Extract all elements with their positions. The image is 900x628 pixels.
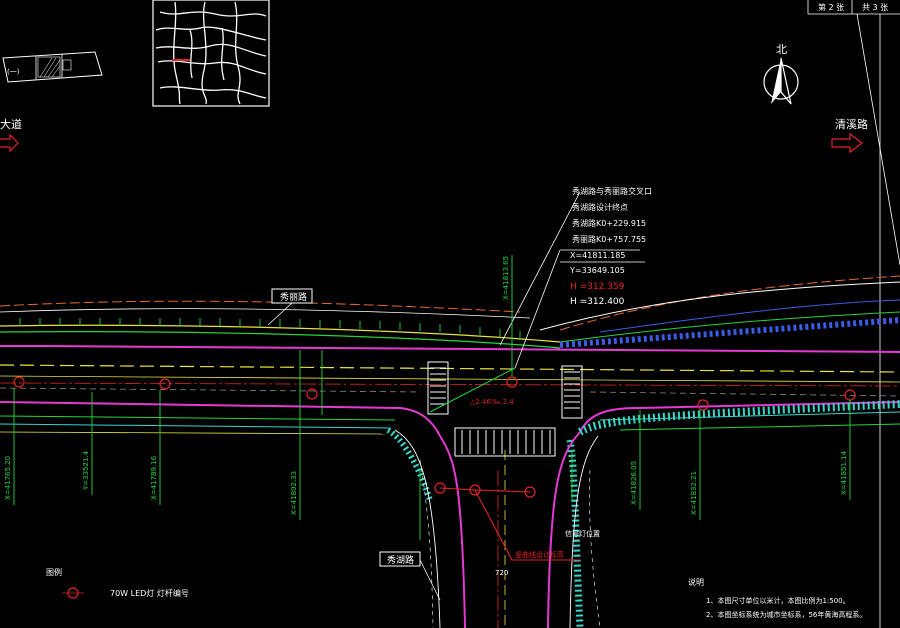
cyan-slope-hatch-east: [566, 400, 900, 628]
svg-text:X=41813.65: X=41813.65: [502, 256, 510, 300]
sheet-number: 第 2 张: [818, 2, 844, 12]
sheet-total: 共 3 张: [862, 3, 888, 12]
north-arrow: [763, 57, 799, 105]
station-720: 720: [495, 569, 508, 577]
svg-text:X=41802.33: X=41802.33: [290, 471, 298, 515]
street-light: [469, 484, 481, 496]
street-lights: [13, 376, 856, 498]
svg-text:Y=33521.4: Y=33521.4: [82, 450, 90, 491]
intersection-note: 秀湖路与秀丽路交叉口 秀湖路设计终点 秀湖路K0+229.915 秀丽路K0+7…: [569, 186, 652, 275]
notes-item: 1、本图尺寸单位以米计，本图比例为1:500。: [706, 596, 850, 605]
street-light: [697, 399, 709, 411]
north-label: 北: [776, 43, 787, 56]
street-light: [159, 378, 171, 390]
side-road: [394, 429, 601, 628]
street-light: [13, 376, 25, 388]
side-road-label-box: [379, 551, 421, 567]
left-direction-label: 大道: [0, 117, 22, 131]
note-line: 秀湖路K0+229.915: [572, 218, 646, 228]
blue-slope-hatch: [559, 299, 900, 348]
key-plan: [2, 51, 103, 83]
side-road-label: 秀湖路: [387, 554, 414, 566]
svg-text:X=41765.20: X=41765.20: [4, 456, 12, 500]
note-line: 秀湖路与秀丽路交叉口: [572, 186, 652, 196]
svg-text:X=41851.14: X=41851.14: [840, 450, 848, 495]
red-callout-route: [439, 487, 580, 561]
note-line: X=41811.185: [570, 251, 625, 260]
signal-label: 信号灯位置: [565, 529, 600, 538]
station-leaders: [13, 255, 851, 540]
note-line: 秀湖路设计终点: [572, 202, 628, 212]
elevation-white: H =312.400: [570, 297, 625, 307]
grade-note: △2.46‰ 2.4: [470, 398, 514, 406]
right-direction-arrow: [831, 132, 863, 154]
left-direction-arrow: [0, 133, 19, 153]
crosswalks: [427, 361, 583, 457]
main-road: [0, 275, 900, 437]
red-callout-text: 竖曲线设计标高: [515, 550, 564, 559]
elevation-red: H =312.359: [570, 282, 625, 292]
right-direction-label: 清溪路: [835, 118, 868, 131]
notes-title: 说明: [688, 577, 704, 587]
cyan-slope-hatch-west: [386, 427, 433, 501]
main-road-label: 秀丽路: [280, 291, 307, 303]
intersection-leaders: [429, 191, 640, 413]
street-light: [506, 376, 518, 388]
notes-item: 2、本图坐标系统为城市坐标系，56年黄海高程系。: [706, 610, 866, 619]
legend-title: 图例: [46, 567, 62, 577]
note-line: 秀丽路K0+757.755: [572, 234, 646, 244]
street-light: [434, 482, 446, 494]
key-plan-mark: (一): [7, 68, 20, 76]
svg-text:X=41826.05: X=41826.05: [630, 461, 638, 505]
legend-item: 70W LED灯 灯杆编号: [110, 588, 189, 598]
svg-text:X=41832.21: X=41832.21: [690, 471, 698, 515]
street-light: [524, 486, 536, 498]
locator-inset-map: [152, 0, 270, 107]
note-line: Y=33649.105: [569, 266, 625, 275]
street-light: [306, 388, 318, 400]
north-slope-ticks: [19, 318, 521, 339]
svg-text:X=41789.16: X=41789.16: [150, 455, 158, 500]
